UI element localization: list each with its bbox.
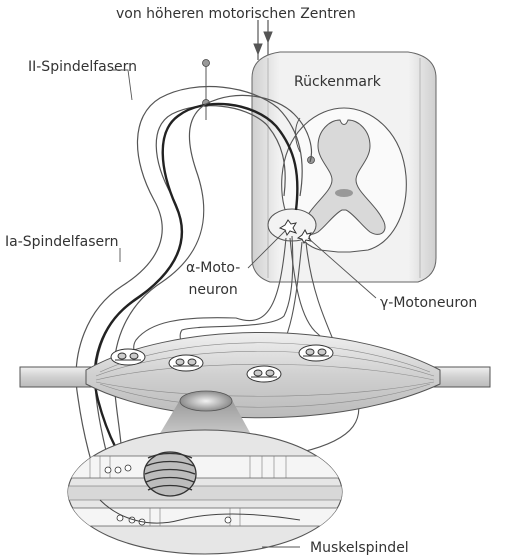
spindle-ii-label: II-Spindelfasern bbox=[28, 59, 138, 75]
alpha-label-line1: α-Moto- bbox=[186, 260, 241, 276]
muscle bbox=[19, 332, 491, 419]
gray-matter bbox=[302, 119, 386, 235]
magnified-spindle bbox=[67, 429, 343, 555]
ia-spindle-fiber bbox=[93, 102, 299, 483]
gamma-motoneuron-label: γ-Motoneuron bbox=[380, 295, 478, 311]
muscle-spindles bbox=[110, 344, 334, 383]
alpha-motoneuron-label: α-Moto- neuron bbox=[186, 260, 240, 298]
alpha-label-line2: neuron bbox=[188, 282, 238, 298]
muscle-spindle-label: Muskelspindel bbox=[310, 540, 409, 556]
higher-centers-label: von höheren motorischen Zentren bbox=[116, 6, 356, 22]
alpha-motoneuron-icon bbox=[278, 219, 298, 237]
descending-arrows bbox=[253, 20, 273, 60]
spinal-cord-label: Rückenmark bbox=[294, 74, 381, 90]
spindle-ia-label: Ia-Spindelfasern bbox=[5, 234, 119, 250]
